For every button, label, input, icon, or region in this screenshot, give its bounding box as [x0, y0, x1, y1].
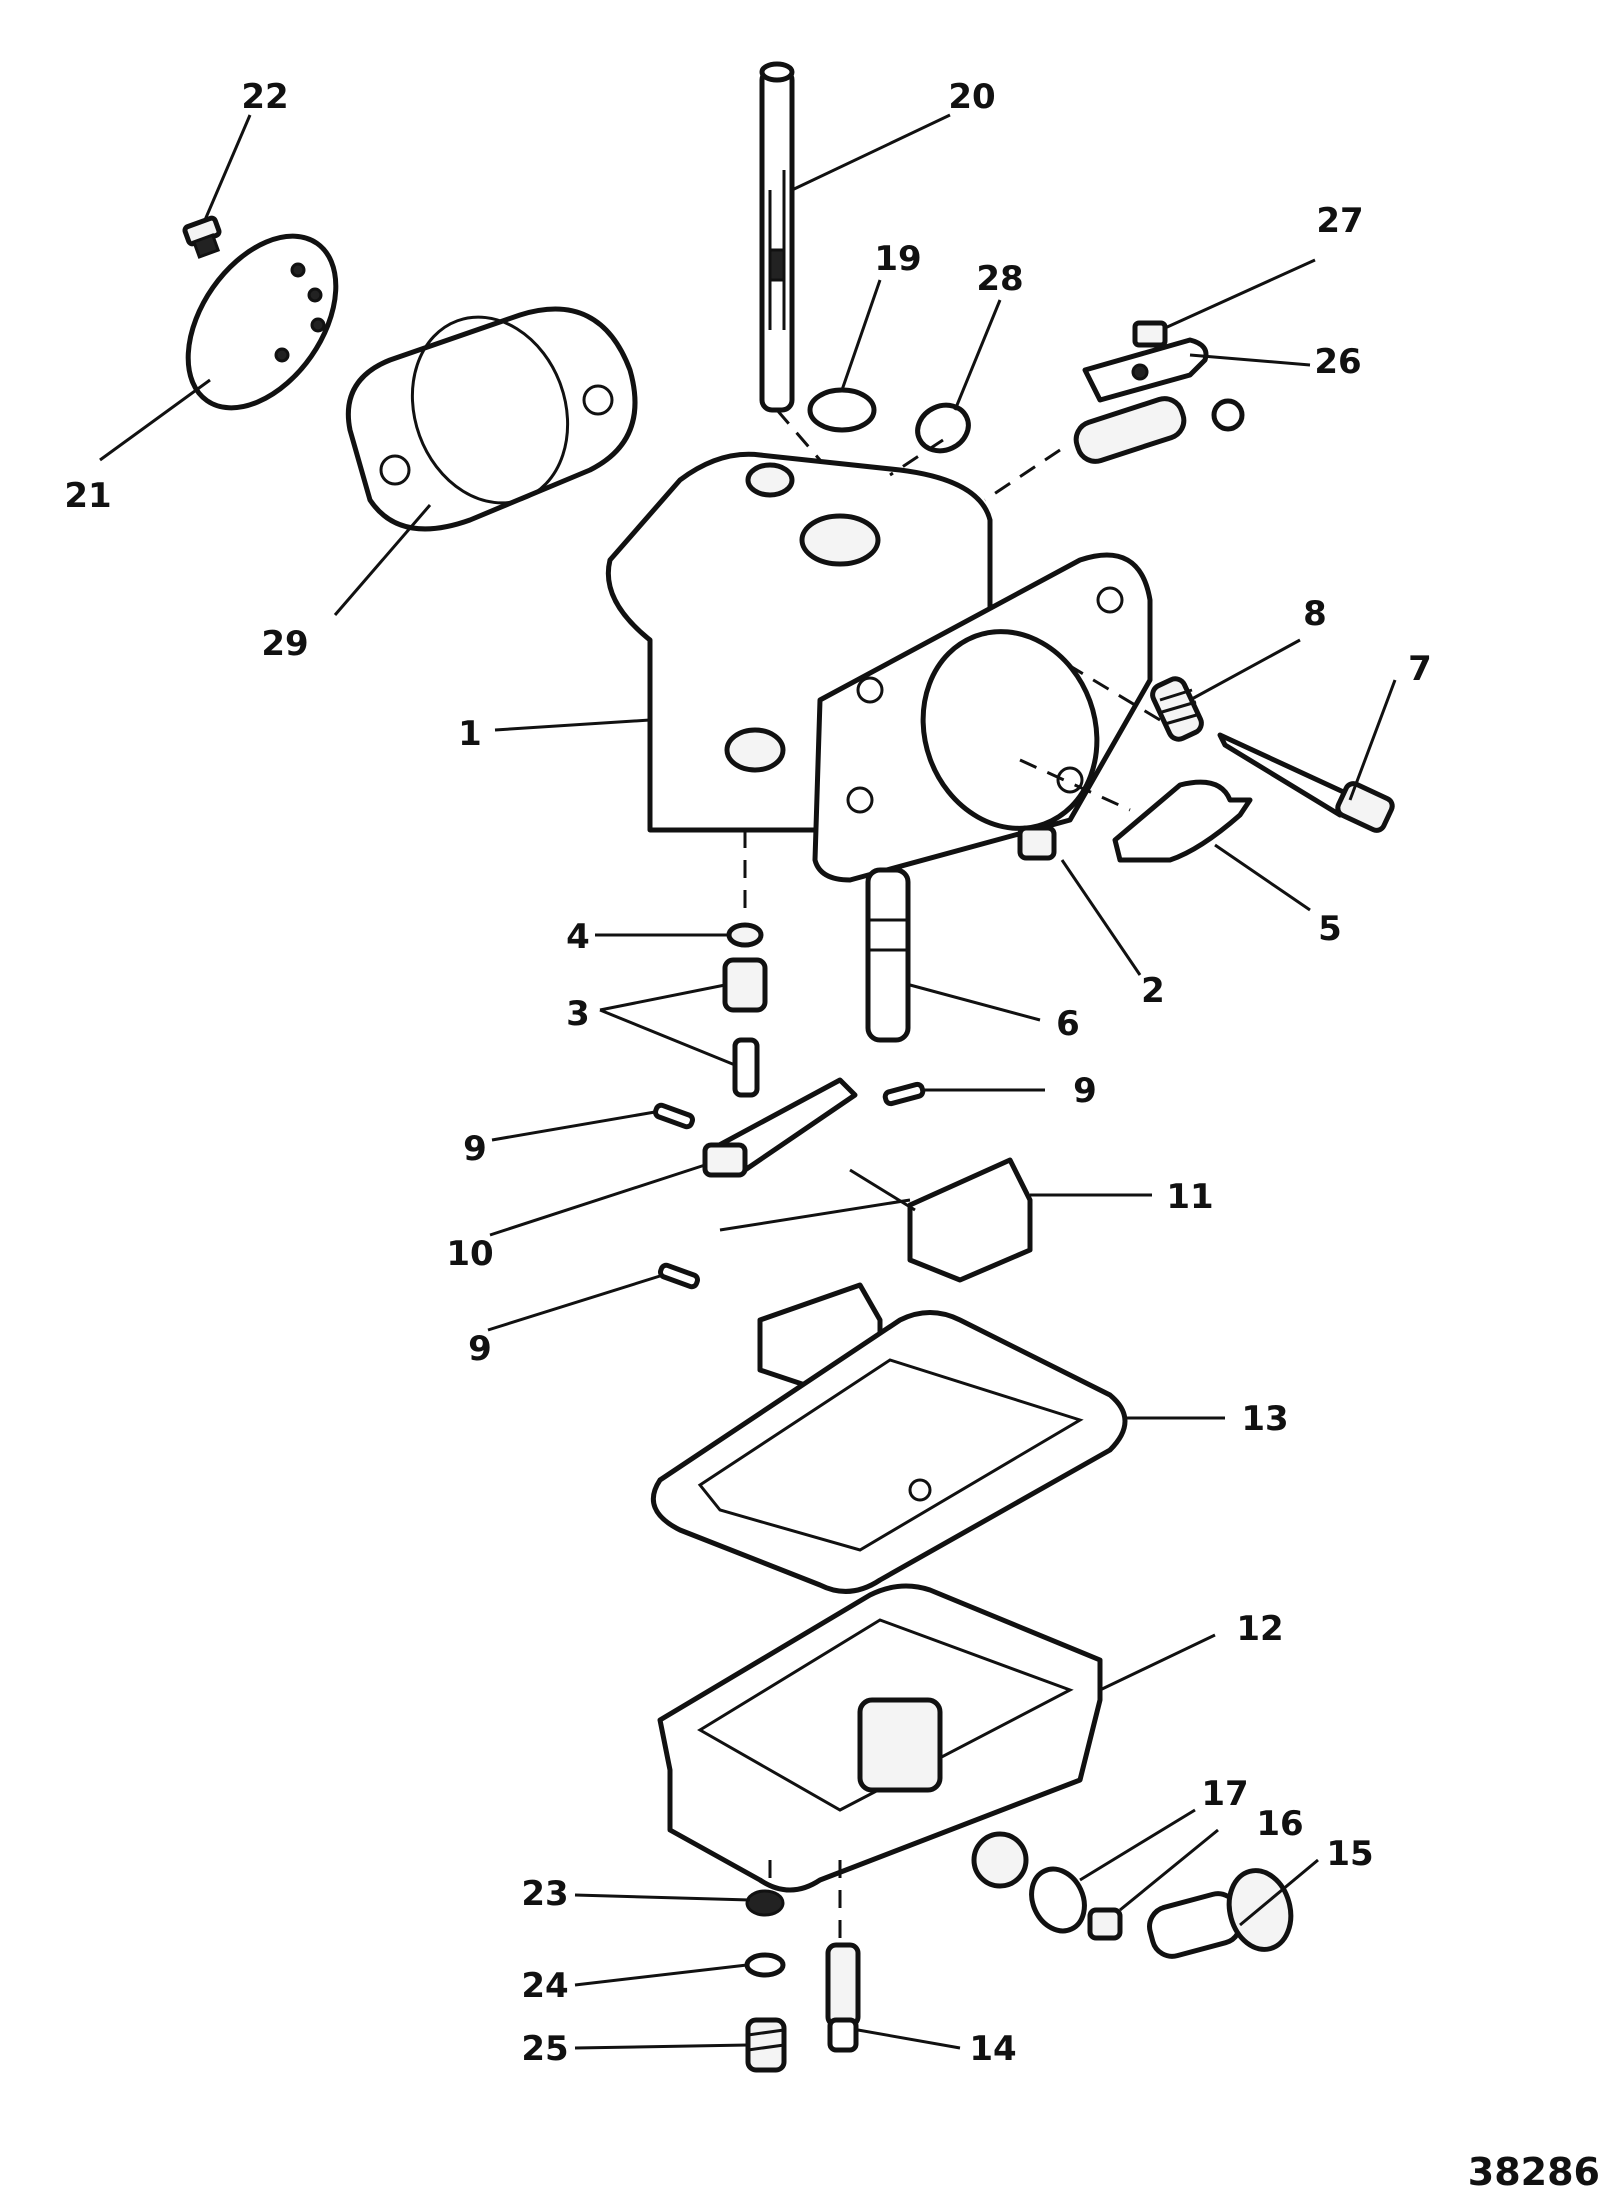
- callout-24: 24: [521, 1966, 568, 2006]
- float-arm-10: [702, 1077, 858, 1178]
- drain-plug-15: [1147, 1868, 1294, 1959]
- callout-9-c: 9: [468, 1329, 492, 1369]
- callout-25: 25: [521, 2029, 568, 2069]
- callout-11: 11: [1166, 1177, 1213, 1217]
- callout-15: 15: [1326, 1834, 1373, 1874]
- callout-leaders: [99, 113, 1397, 2050]
- carburetor-body: [605, 451, 1153, 883]
- float-bowl: [657, 1583, 1103, 1893]
- assembly-guide-lines: [743, 409, 1161, 1940]
- callout-9-a: 9: [463, 1129, 487, 1169]
- callout-29: 29: [261, 624, 308, 664]
- welch-plug-28: [915, 402, 971, 454]
- washer-24: [744, 1952, 786, 1978]
- callout-19: 19: [874, 239, 921, 279]
- bowl-gasket: [650, 1310, 1128, 1594]
- callout-2: 2: [1141, 971, 1165, 1011]
- drain-screw-16: [1087, 1907, 1123, 1941]
- screw-27: [1132, 320, 1168, 348]
- cover-plate-21: [185, 233, 339, 411]
- callout-6: 6: [1056, 1004, 1080, 1044]
- figure-number: 38286: [1468, 2150, 1600, 2194]
- callout-20: 20: [948, 77, 995, 117]
- main-jet-14: [825, 1942, 861, 2053]
- washer-17: [1029, 1866, 1087, 1934]
- callout-23: 23: [521, 1874, 568, 1914]
- lever-5: [1112, 779, 1253, 863]
- throttle-shaft-20: [759, 61, 795, 413]
- callout-16: 16: [1256, 1804, 1303, 1844]
- callout-3: 3: [566, 994, 590, 1034]
- callout-4: 4: [566, 917, 590, 957]
- callout-21: 21: [64, 476, 111, 516]
- callout-26: 26: [1314, 342, 1361, 382]
- washer-23: [745, 1889, 785, 1917]
- welch-plug-19: [807, 387, 877, 433]
- callout-27: 27: [1316, 201, 1363, 241]
- screw-22: [182, 215, 222, 259]
- callout-labels: 1 2 3 4 5 6 7 8 9 9 9 10 11 12 13 14 15 …: [64, 77, 1432, 2069]
- callout-10: 10: [446, 1234, 493, 1274]
- gasket-4: [726, 922, 764, 948]
- callout-1: 1: [458, 714, 482, 754]
- spring-8: [1150, 676, 1204, 742]
- shaft-6: [865, 867, 911, 1043]
- mounting-gasket-29: [345, 306, 638, 532]
- fuel-inlet-needle-seat: [722, 957, 768, 1098]
- callout-22: 22: [241, 77, 288, 117]
- callout-17: 17: [1201, 1774, 1248, 1814]
- float-pin: [653, 1081, 926, 1290]
- callout-12: 12: [1236, 1609, 1283, 1649]
- callout-5: 5: [1318, 909, 1342, 949]
- callout-28: 28: [976, 259, 1023, 299]
- screw-2: [1017, 825, 1057, 861]
- lever-assembly-26: [1073, 337, 1245, 464]
- callout-13: 13: [1241, 1399, 1288, 1439]
- spring-25: [745, 2017, 787, 2073]
- callout-7: 7: [1408, 649, 1432, 689]
- callout-14: 14: [969, 2029, 1016, 2069]
- callout-9-b: 9: [1073, 1071, 1097, 1111]
- callout-8: 8: [1303, 594, 1327, 634]
